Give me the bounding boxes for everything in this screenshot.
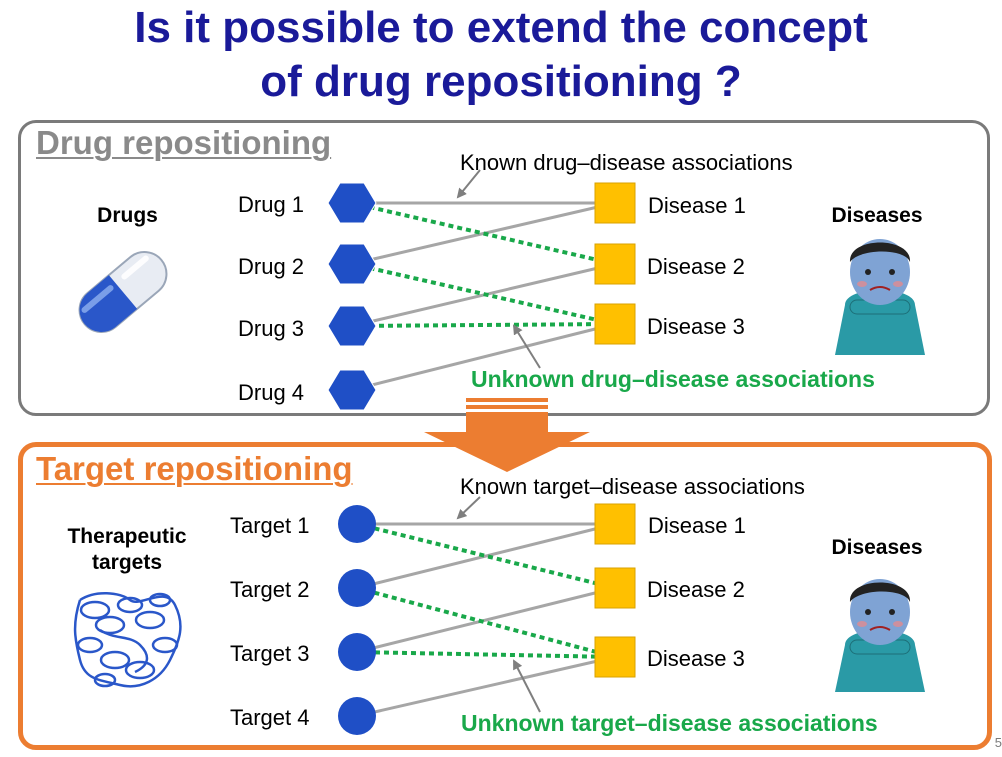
target-node-4 — [338, 697, 376, 735]
known-target-disease-edges — [356, 522, 616, 718]
disease-label-2: Disease 2 — [647, 577, 745, 602]
sick-person-icon — [835, 579, 925, 692]
disease-label-1: Disease 1 — [648, 193, 746, 218]
target-label-3: Target 3 — [230, 641, 310, 666]
down-arrow-icon — [424, 398, 590, 472]
drug-nodes — [327, 182, 377, 411]
disease-node-1 — [594, 182, 636, 224]
unknown-drug-disease-edges — [351, 201, 616, 328]
known-edge — [351, 322, 616, 392]
target-label-4: Target 4 — [230, 705, 310, 730]
disease-node-3 — [594, 303, 636, 345]
disease-node-2 — [594, 243, 636, 285]
disease-label-3: Disease 3 — [647, 646, 745, 671]
target-repositioning-heading: Target repositioning — [36, 450, 353, 487]
known-edge — [356, 655, 616, 718]
disease-label-1: Disease 1 — [648, 513, 746, 538]
target-node-1 — [338, 505, 376, 543]
known-edge — [356, 522, 616, 590]
target-pointer-arrows — [456, 496, 541, 713]
known-target-disease-label: Known target–disease associations — [460, 474, 805, 499]
drug-node-4 — [327, 369, 377, 411]
disease-node-1 — [594, 503, 636, 545]
page-title-line-1: Is it possible to extend the concept — [134, 3, 868, 52]
drugs-category-label: Drugs — [97, 204, 158, 227]
page-number: 5 — [994, 735, 1002, 750]
sick-person-icon — [835, 239, 925, 355]
target-node-2 — [338, 569, 376, 607]
page-title-line-2: of drug repositioning ? — [260, 57, 742, 106]
target-label-1: Target 1 — [230, 513, 310, 538]
target-node-3 — [338, 633, 376, 671]
known-edge — [351, 201, 616, 266]
drug-label-1: Drug 1 — [238, 192, 305, 217]
unknown-target-disease-label: Unknown target–disease associations — [461, 710, 878, 736]
capsule-icon — [78, 251, 168, 333]
disease-label-2: Disease 2 — [647, 254, 745, 279]
unknown-edge — [351, 322, 616, 328]
drug-repositioning-heading: Drug repositioning — [36, 124, 332, 161]
protein-structure-icon — [73, 592, 182, 688]
disease-node-2 — [594, 567, 636, 609]
therapeutic-targets-category-label: Therapeutic targets — [67, 525, 187, 574]
drug-node-2 — [327, 243, 377, 285]
drug-node-3 — [327, 305, 377, 347]
disease-label-3: Disease 3 — [647, 314, 745, 339]
diseases-category-label: Diseases — [831, 204, 923, 227]
diseases-category-label: Diseases — [831, 536, 923, 559]
drug-label-3: Drug 3 — [238, 316, 305, 341]
drug-label-2: Drug 2 — [238, 254, 305, 279]
drug-pointer-arrows — [456, 169, 541, 369]
drug-node-1 — [327, 182, 377, 224]
target-label-2: Target 2 — [230, 577, 310, 602]
known-drug-disease-edges — [351, 201, 616, 392]
unknown-edge — [356, 650, 616, 659]
target-nodes — [338, 505, 376, 735]
disease-nodes-top — [594, 182, 636, 345]
known-drug-disease-label: Known drug–disease associations — [460, 150, 793, 175]
disease-nodes-bottom — [594, 503, 636, 678]
unknown-drug-disease-label: Unknown drug–disease associations — [471, 366, 875, 392]
known-edge — [356, 586, 616, 654]
drug-label-4: Drug 4 — [238, 380, 305, 405]
disease-node-3 — [594, 636, 636, 678]
unknown-target-disease-edges — [356, 522, 616, 659]
